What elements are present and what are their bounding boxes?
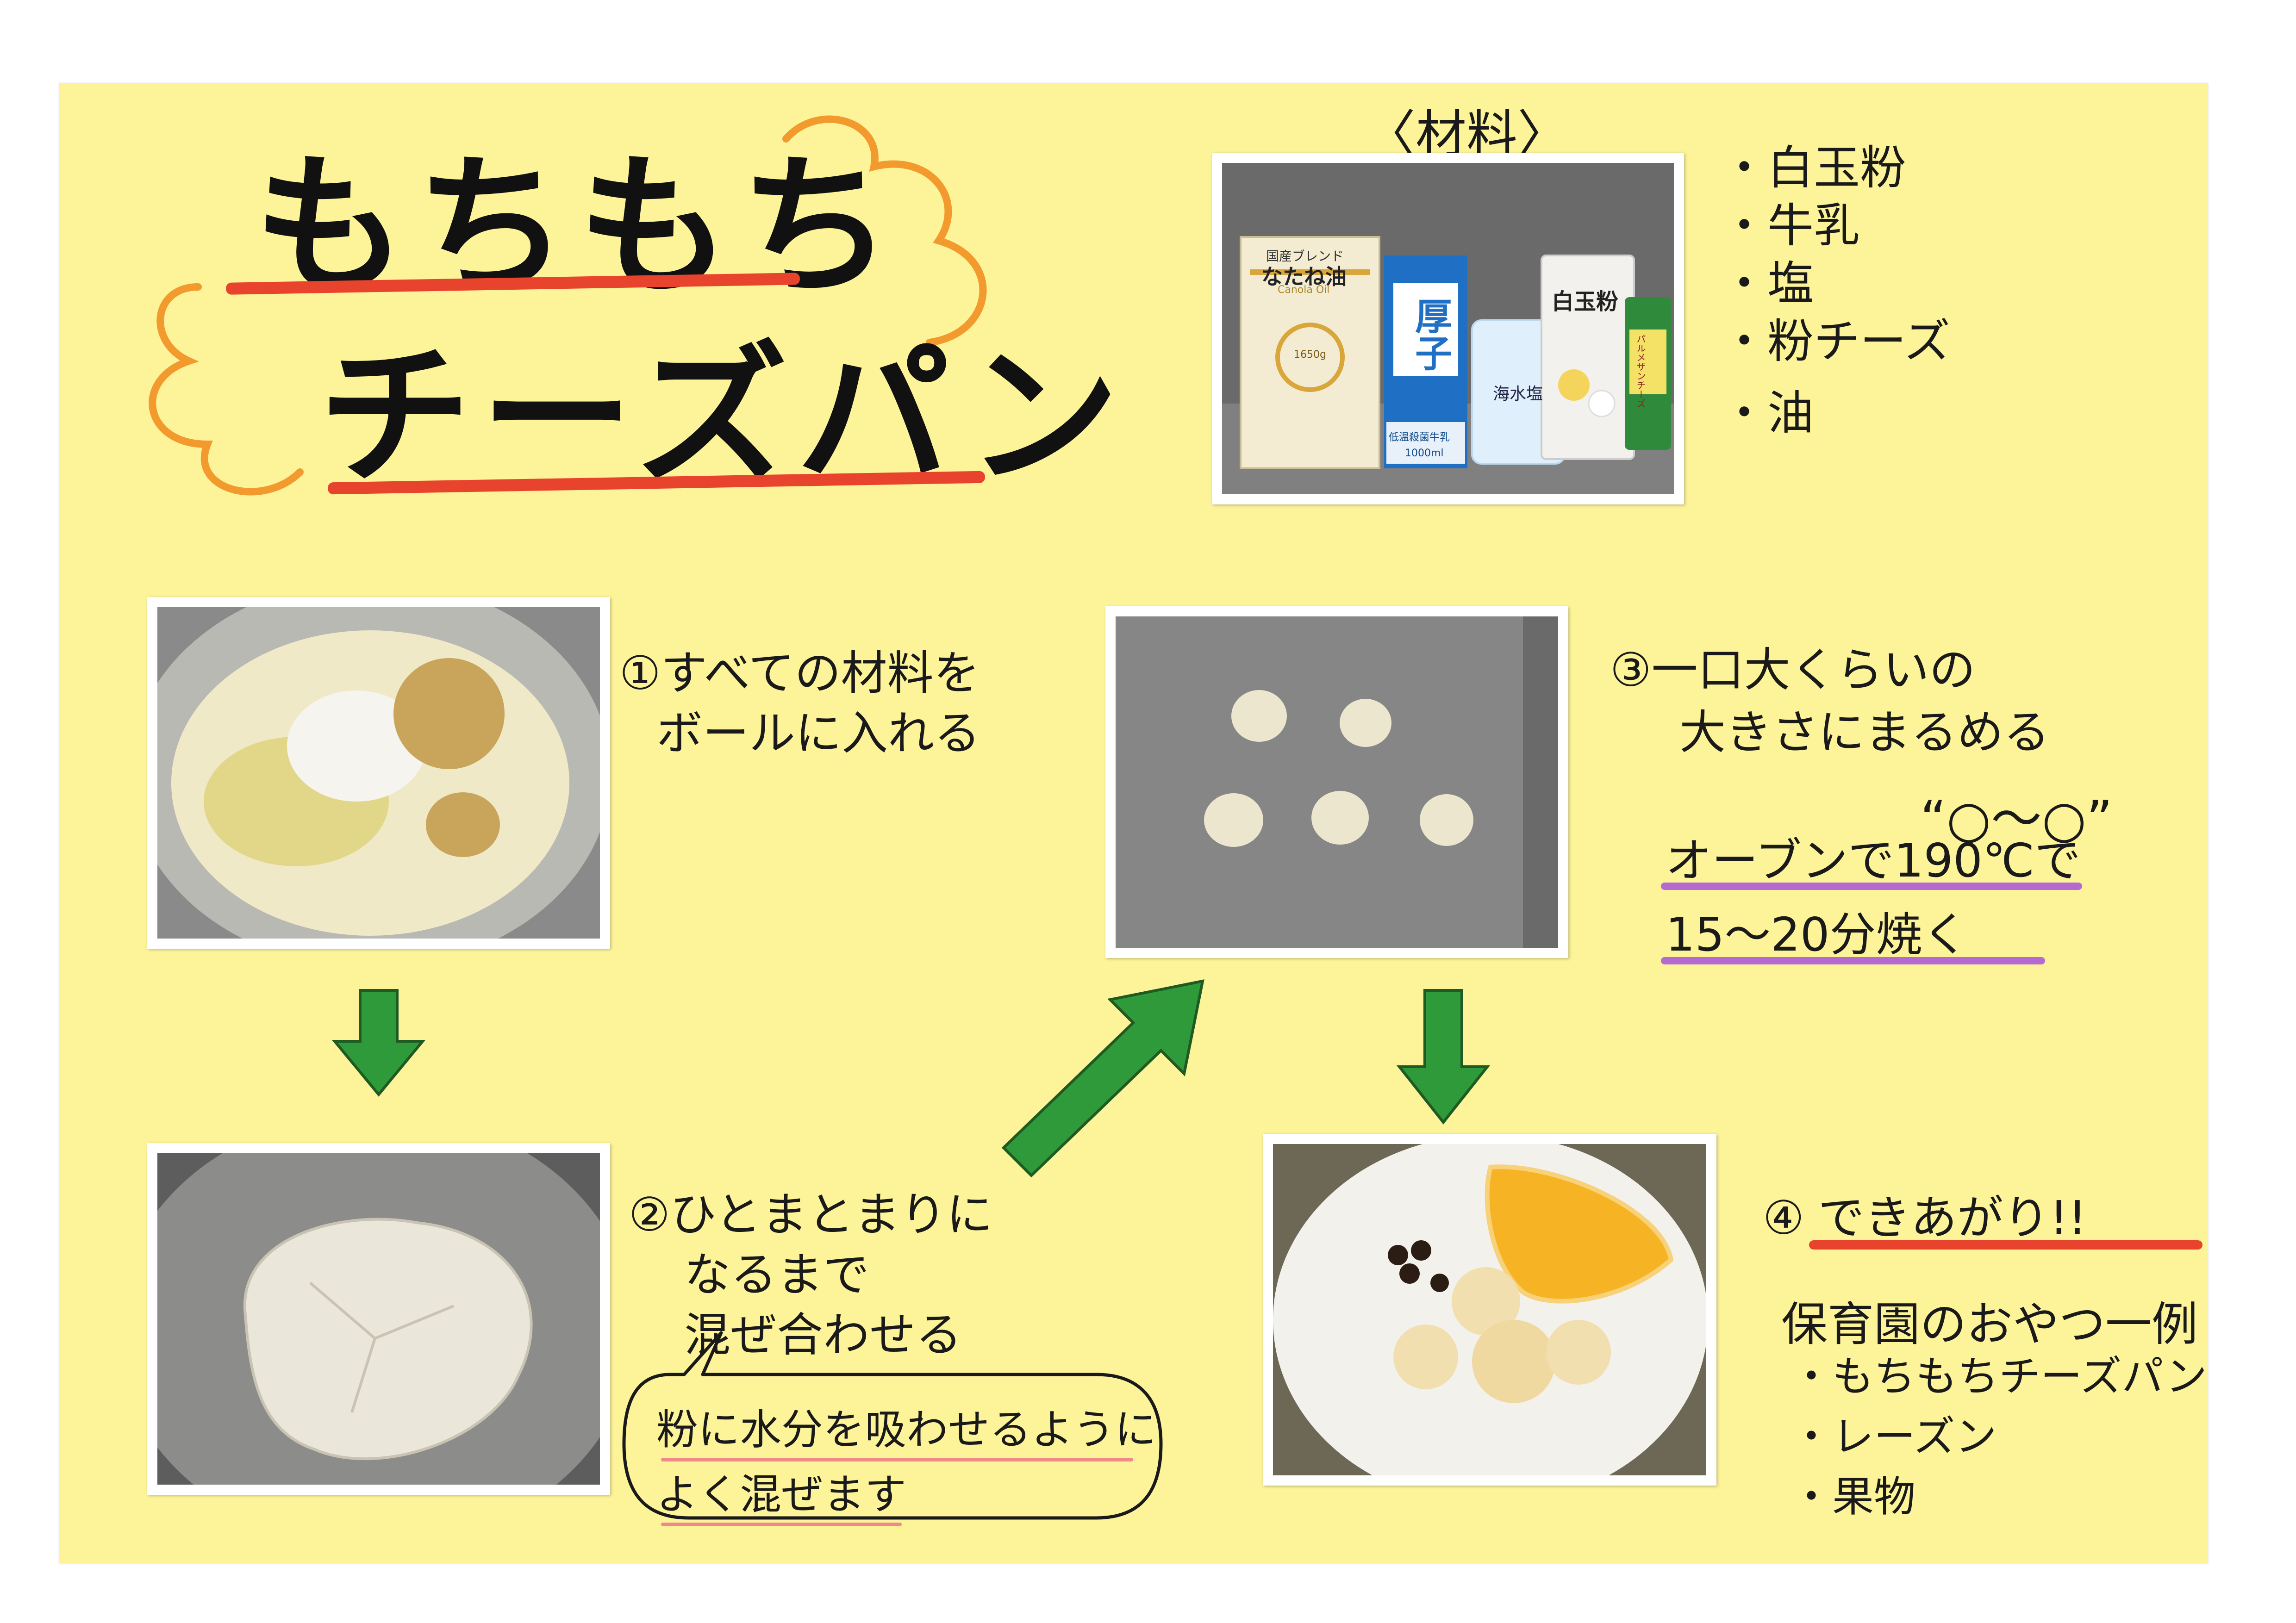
poster-sheet: もちもち チーズパン 〈材料〉 — [59, 83, 2208, 1563]
arrow-down-icon — [331, 989, 426, 1097]
step4-item: ・果物 — [1791, 1473, 1915, 1521]
step3-bake: オーブンで190℃で 15～20分焼く — [1666, 824, 2081, 972]
ingredient-item: ・牛乳 — [1721, 199, 1860, 253]
ingredients-illustration — [1222, 163, 1674, 494]
salt-name-label: 海水塩 — [1493, 385, 1543, 404]
arrow-down-icon — [1396, 989, 1491, 1125]
step2-line: 混ぜ合わせる — [684, 1308, 962, 1362]
bubble-line: 粉に水分を吸わせるように — [656, 1405, 1156, 1454]
ingredient-item: ・白玉粉 — [1721, 141, 1906, 195]
bake-line: オーブンで190℃で — [1666, 833, 2081, 888]
step2-number: ② — [629, 1188, 670, 1242]
step4-item: ・もちもちチーズパン — [1791, 1352, 2207, 1401]
milk-name-label: 厚子 — [1409, 297, 1452, 371]
ingredients-list: ・白玉粉 ・牛乳 ・塩 ・粉チーズ ・油 — [1721, 139, 1950, 442]
oil-sub-label: Canola Oil — [1278, 284, 1330, 296]
step2-bubble-text: 粉に水分を吸わせるように よく混ぜます — [656, 1398, 1156, 1527]
step3-number: ③ — [1610, 643, 1652, 697]
step4-heading-text: できあがり!! — [1818, 1191, 2087, 1245]
step4-heading: ④ できあがり!! — [1763, 1180, 2087, 1247]
step1-photo — [147, 597, 610, 949]
step3-line: 大きさにまるめる — [1679, 705, 2050, 759]
bubble-underline-1 — [661, 1458, 1133, 1461]
step1-line: すべての材料を — [661, 646, 980, 700]
step4-item: ・レーズン — [1791, 1412, 1997, 1461]
step3-shape: “○～○” — [1920, 790, 2113, 849]
title-line-2: チーズパン — [318, 328, 1129, 505]
step4-illustration — [1273, 1144, 1706, 1475]
step1-number: ① — [619, 646, 661, 700]
step4-underline — [1809, 1240, 2202, 1250]
step1-illustration — [157, 607, 600, 939]
oil-brand-label: 国産ブレンド — [1266, 249, 1344, 264]
step4-subheading: 保育園のおやつ一例 — [1781, 1297, 2198, 1351]
bake-underline-2 — [1661, 957, 2045, 964]
oil-weight-label: 1650g — [1294, 349, 1326, 361]
step1-line: ボールに入れる — [656, 706, 980, 760]
cheese-name-label: パルメザンチーズ — [1635, 334, 1646, 408]
ingredient-item: ・粉チーズ — [1721, 314, 1950, 368]
milk-volume-label: 1000ml — [1405, 448, 1444, 459]
step3-text: ③一口大くらいの 大きさにまるめる — [1610, 639, 2050, 764]
bubble-line: よく混ぜます — [656, 1470, 906, 1519]
cloud-decoration — [149, 115, 987, 496]
step3-illustration — [1116, 616, 1558, 948]
milk-type-label: 低温殺菌牛乳 — [1389, 432, 1450, 443]
step4-photo — [1263, 1134, 1716, 1486]
step2-line: なるまで — [684, 1248, 869, 1302]
flour-name-label: 白玉粉 — [1552, 289, 1619, 315]
step2-photo — [147, 1143, 610, 1495]
step3-line: 一口大くらいの — [1651, 643, 1976, 697]
bake-underline-1 — [1661, 883, 2082, 890]
ingredient-item: ・油 — [1721, 386, 1814, 440]
bake-line: 15～20分焼く — [1666, 908, 1969, 962]
bubble-underline-2 — [661, 1523, 902, 1526]
step4-list: ・もちもちチーズパン ・レーズン ・果物 — [1791, 1347, 2207, 1527]
arrow-up-right-icon — [1001, 979, 1204, 1178]
step4-number: ④ — [1763, 1191, 1804, 1245]
step3-photo — [1105, 606, 1568, 958]
oil-name-label: なたね油 — [1261, 264, 1347, 289]
step1-text: ①すべての材料を ボールに入れる — [619, 643, 980, 764]
speech-bubble — [622, 1331, 1163, 1520]
step2-illustration — [157, 1153, 600, 1485]
step2-text: ②ひとまとまりに なるまで 混ぜ合わせる — [629, 1185, 993, 1365]
ingredients-photo: 国産ブレンド なたね油 Canola Oil 1650g 厚子 低温殺菌牛乳 1… — [1212, 153, 1684, 504]
ingredient-item: ・塩 — [1721, 256, 1814, 311]
step2-line: ひとまとまりに — [670, 1188, 993, 1242]
